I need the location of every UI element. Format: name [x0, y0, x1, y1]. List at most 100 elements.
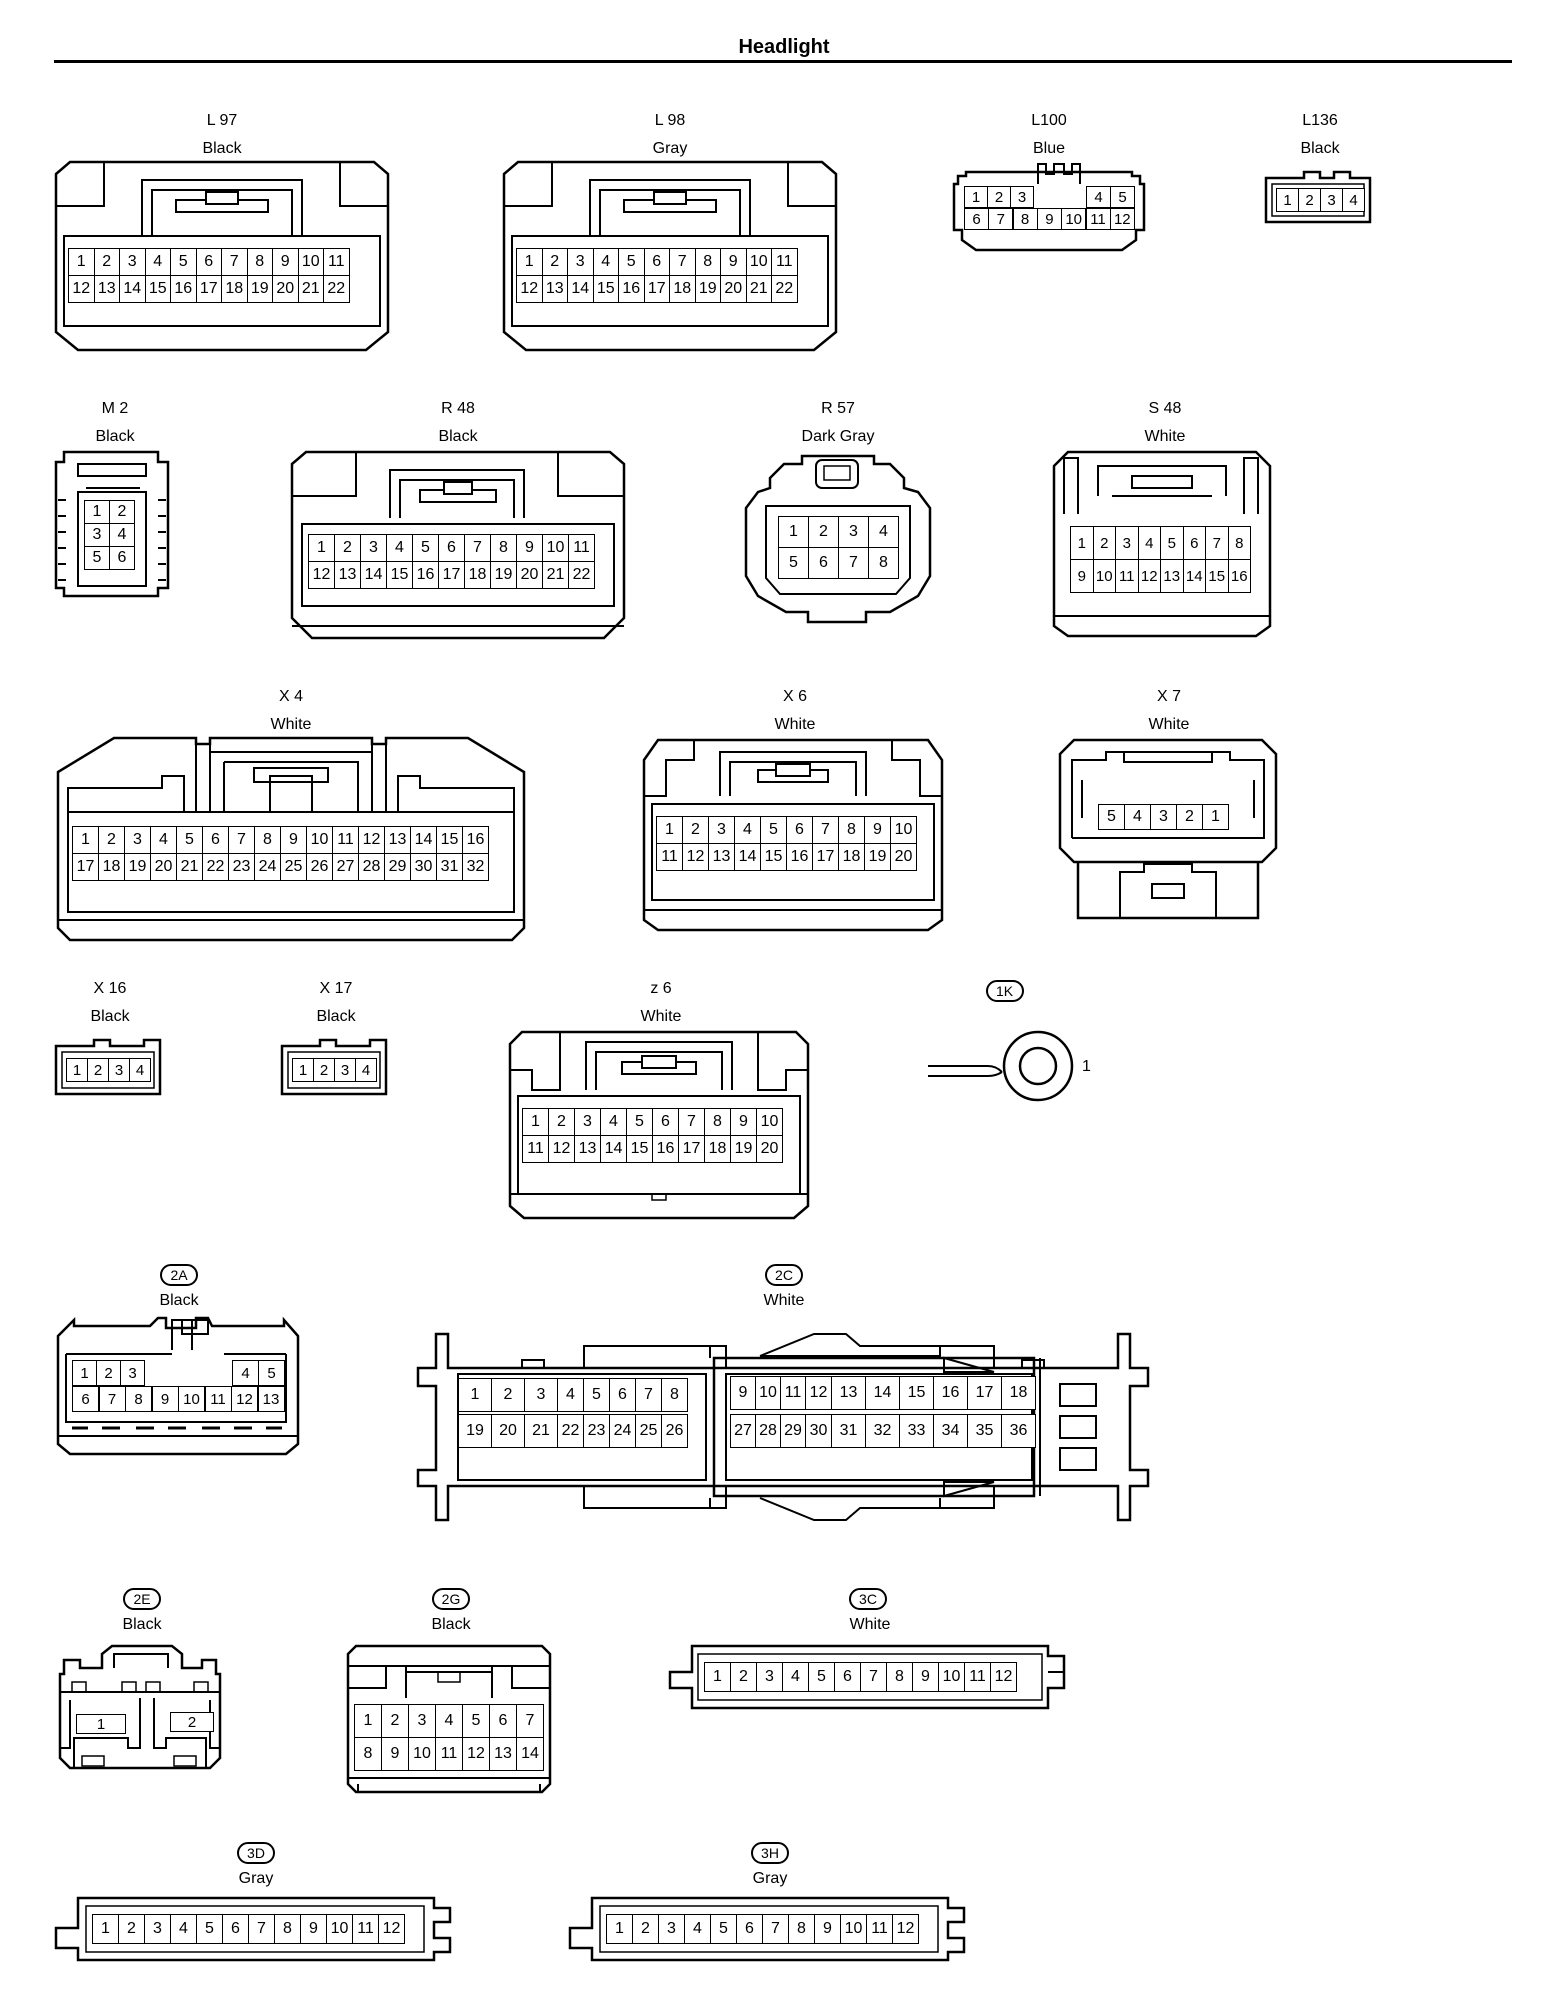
pin: 6	[438, 534, 465, 562]
connector-code: L 98	[654, 112, 686, 129]
connector-code-oval: 2C	[765, 1264, 803, 1286]
connector-outline	[744, 454, 932, 624]
pin: 9	[381, 1737, 409, 1771]
pin: 2	[109, 500, 135, 524]
pin: 4	[592, 248, 619, 276]
pin: 17	[72, 853, 99, 881]
pin: 20	[516, 561, 543, 589]
pin: 7	[464, 534, 491, 562]
pin: 30	[805, 1414, 832, 1448]
pin: 13	[257, 1386, 285, 1412]
pin: 11	[771, 248, 798, 276]
pin: 19	[730, 1135, 757, 1163]
pin: 7	[860, 1662, 887, 1692]
pin: 10	[542, 534, 569, 562]
pin: 1	[292, 1058, 314, 1082]
connector-outline	[642, 738, 944, 932]
pin: 1	[516, 248, 543, 276]
pin: 5	[412, 534, 439, 562]
pin: 10	[755, 1376, 781, 1410]
pin: 12	[516, 275, 543, 303]
connector-color: Dark Gray	[801, 428, 875, 445]
pin: 18	[221, 275, 248, 303]
pin: 13	[1160, 559, 1184, 593]
pin: 11	[1085, 208, 1111, 230]
pin: 5	[196, 1914, 223, 1944]
pin: 30	[410, 853, 437, 881]
pin: 13	[708, 843, 735, 871]
pin: 12	[990, 1662, 1017, 1692]
pin: 6	[489, 1704, 517, 1738]
pin: 1	[72, 826, 99, 854]
pin: 7	[762, 1914, 789, 1944]
pin: 10	[297, 248, 324, 276]
pin: 33	[899, 1414, 934, 1448]
pin: 10	[890, 816, 917, 844]
pin: 4	[557, 1378, 584, 1412]
pin: 24	[609, 1414, 636, 1448]
pin: 3	[120, 1360, 145, 1386]
pin: 17	[812, 843, 839, 871]
pin: 2	[682, 816, 709, 844]
ground-terminal-outline	[928, 1030, 1074, 1102]
pin: 22	[557, 1414, 584, 1448]
pin: 7	[635, 1378, 662, 1412]
pin: 11	[964, 1662, 991, 1692]
connector-code-oval: 3C	[849, 1588, 887, 1610]
pin: 4	[150, 826, 177, 854]
pin: 2	[87, 1058, 109, 1082]
pin: 4	[600, 1108, 627, 1136]
pin: 15	[592, 275, 619, 303]
pin: 24	[254, 853, 281, 881]
pin: 13	[831, 1376, 866, 1410]
connector-outline	[1264, 170, 1372, 224]
pin: 12	[231, 1386, 258, 1412]
pin: 5	[1160, 526, 1184, 560]
pin: 9	[300, 1914, 327, 1944]
connector-outline	[54, 1896, 452, 1962]
pin: 10	[178, 1386, 205, 1412]
pin: 5	[626, 1108, 653, 1136]
pin: 9	[912, 1662, 939, 1692]
pin: 10	[745, 248, 772, 276]
pin: 12	[805, 1376, 832, 1410]
pin: 20	[756, 1135, 783, 1163]
pin: 4	[232, 1360, 259, 1386]
pin: 15	[626, 1135, 653, 1163]
connector-outline	[280, 1038, 388, 1096]
pin: 11	[656, 843, 683, 871]
connector-code: L 97	[206, 112, 238, 129]
pin: 3	[1320, 188, 1343, 212]
connector-color: Black	[202, 140, 242, 157]
pin: 5	[176, 826, 203, 854]
pin: 7	[221, 248, 248, 276]
pin: 7	[248, 1914, 275, 1944]
pin: 4	[144, 248, 171, 276]
connector-1K: 1K 1	[926, 980, 1096, 1110]
pin: 15	[436, 826, 463, 854]
pin: 9	[1036, 208, 1062, 230]
pin: 3	[658, 1914, 685, 1944]
pin: 2	[491, 1378, 525, 1412]
pin: 14	[360, 561, 387, 589]
pin: 2	[334, 534, 361, 562]
pin: 13	[574, 1135, 601, 1163]
pin: 4	[1124, 804, 1151, 830]
pin: 8	[694, 248, 721, 276]
pin: 1	[458, 1378, 492, 1412]
connector-code: 2A	[54, 1264, 304, 1286]
pin: 15	[386, 561, 413, 589]
connector-code: X 16	[93, 980, 127, 997]
connector-code-oval: 2E	[123, 1588, 161, 1610]
pin: 3	[124, 826, 151, 854]
pin: 9	[516, 534, 543, 562]
pin: 3	[524, 1378, 558, 1412]
pin: 4	[435, 1704, 463, 1738]
pin: 3	[1150, 804, 1177, 830]
pin: 8	[254, 826, 281, 854]
pin: 15	[144, 275, 171, 303]
